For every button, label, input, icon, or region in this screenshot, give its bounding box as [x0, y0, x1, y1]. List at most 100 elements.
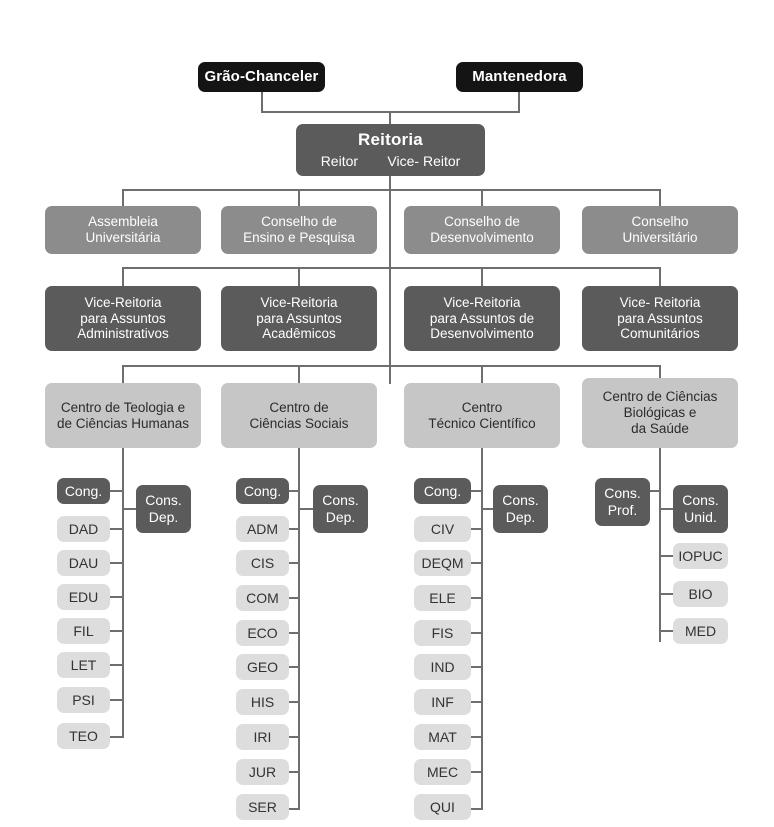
box-label: IRI — [253, 728, 272, 745]
box-label-line2: Universitário — [622, 230, 698, 245]
box-vice-reitoria-administrativos[interactable]: Vice-Reitoria para Assuntos Administrati… — [45, 286, 201, 351]
col3-item-mec[interactable]: MEC — [414, 759, 471, 785]
col4-item-med[interactable]: MED — [673, 618, 728, 644]
col2-item-jur[interactable]: JUR — [236, 759, 289, 785]
col2-box-cons-dep[interactable]: Cons. Dep. — [313, 485, 368, 533]
col3-stub-4 — [471, 632, 482, 634]
box-label-line2: de Ciências Humanas — [56, 415, 190, 431]
col3-cons-dep-stub — [482, 508, 495, 510]
box-label-line1: Centro — [461, 399, 503, 415]
col1-item-let[interactable]: LET — [57, 652, 110, 678]
reitoria-role-vice-reitor: Vice- Reitor — [387, 153, 461, 170]
box-label-line2: para Assuntos — [256, 310, 342, 326]
box-vice-reitoria-academicos[interactable]: Vice-Reitoria para Assuntos Acadêmicos — [221, 286, 377, 351]
col1-item-edu[interactable]: EDU — [57, 584, 110, 610]
col4-stub-3 — [660, 630, 675, 632]
box-label-line3: Desenvolvimento — [430, 326, 534, 342]
reitoria-role-reitor: Reitor — [320, 153, 359, 170]
box-label: GEO — [246, 658, 279, 675]
col2-item-eco[interactable]: ECO — [236, 620, 289, 646]
col3-item-qui[interactable]: QUI — [414, 794, 471, 820]
box-label-line2: Dep. — [505, 509, 536, 525]
box-mantenedora[interactable]: Mantenedora — [456, 62, 583, 92]
col3-item-inf[interactable]: INF — [414, 689, 471, 715]
col2-item-ser[interactable]: SER — [236, 794, 289, 820]
col2-stub-9 — [289, 808, 299, 810]
box-vice-reitoria-desenvolvimento[interactable]: Vice-Reitoria para Assuntos de Desenvolv… — [404, 286, 560, 351]
col1-item-fil[interactable]: FIL — [57, 618, 110, 644]
col3-box-cons-dep[interactable]: Cons. Dep. — [493, 485, 548, 533]
col1-stub-5 — [110, 664, 123, 666]
reitoria-roles: Reitor Vice- Reitor — [296, 153, 485, 170]
col2-stub-8 — [289, 771, 299, 773]
box-vice-reitoria-comunitarios[interactable]: Vice- Reitoria para Assuntos Comunitário… — [582, 286, 738, 351]
box-label-line1: Conselho de — [444, 214, 520, 230]
box-reitoria[interactable]: Reitoria Reitor Vice- Reitor — [296, 124, 485, 176]
box-assembleia-universitaria[interactable]: Assembleia Universitária — [45, 206, 201, 254]
box-label: LET — [70, 656, 97, 673]
centros-drop-3 — [481, 365, 483, 383]
col2-item-his[interactable]: HIS — [236, 689, 289, 715]
box-label-line1: Cons. — [604, 485, 641, 502]
col3-item-mat[interactable]: MAT — [414, 724, 471, 750]
col4-box-cons-prof[interactable]: Cons. Prof. — [595, 478, 650, 526]
col3-item-deqm[interactable]: DEQM — [414, 550, 471, 576]
col4-item-bio[interactable]: BIO — [673, 581, 728, 607]
vice-drop-3 — [481, 267, 483, 286]
box-label: FIS — [431, 624, 454, 641]
box-label-line2: Técnico Científico — [428, 415, 536, 431]
box-grao-chanceler[interactable]: Grão-Chanceler — [198, 62, 325, 92]
box-label-line1: Cons. — [502, 492, 539, 509]
box-conselho-universitario[interactable]: Conselho Universitário — [582, 206, 738, 254]
col3-stub-9 — [471, 808, 482, 810]
col1-stub-1 — [110, 528, 123, 530]
box-conselho-ensino-pesquisa[interactable]: Conselho de Ensino e Pesquisa — [221, 206, 377, 254]
col2-stub-6 — [289, 701, 299, 703]
col1-item-cong[interactable]: Cong. — [57, 478, 110, 504]
col4-item-iopuc[interactable]: IOPUC — [673, 543, 728, 569]
col1-item-psi[interactable]: PSI — [57, 687, 110, 713]
box-conselho-desenvolvimento[interactable]: Conselho de Desenvolvimento — [404, 206, 560, 254]
box-label-line2: para Assuntos de — [429, 310, 535, 326]
box-label: COM — [246, 589, 279, 606]
box-label-line1: Cons. — [322, 492, 359, 509]
box-label: IND — [430, 658, 455, 675]
vice-drop-4 — [659, 267, 661, 286]
col1-box-cons-dep[interactable]: Cons. Dep. — [136, 485, 191, 533]
box-label-line1: Centro de Ciências — [602, 389, 718, 405]
box-label: Cong. — [64, 482, 103, 499]
box-label: DEQM — [421, 554, 464, 571]
col4-item-cons-unid[interactable]: Cons. Unid. — [673, 485, 728, 533]
col1-item-dau[interactable]: DAU — [57, 550, 110, 576]
col4-stub-1 — [660, 555, 675, 557]
box-centro-teologia-ciencias-humanas[interactable]: Centro de Teologia e de Ciências Humanas — [45, 383, 201, 448]
connector-mantenedora-down — [518, 92, 520, 113]
col3-item-ele[interactable]: ELE — [414, 585, 471, 611]
col4-stub-2 — [660, 593, 675, 595]
col2-item-com[interactable]: COM — [236, 585, 289, 611]
col1-spine — [122, 448, 124, 738]
box-centro-tecnico-cientifico[interactable]: Centro Técnico Científico — [404, 383, 560, 448]
col2-item-cong[interactable]: Cong. — [236, 478, 289, 504]
col1-item-teo[interactable]: TEO — [57, 723, 110, 749]
box-label: Cong. — [243, 482, 282, 499]
col3-item-cong[interactable]: Cong. — [414, 478, 471, 504]
col2-stub-5 — [289, 666, 299, 668]
col2-item-cis[interactable]: CIS — [236, 550, 289, 576]
col4-spine — [659, 448, 661, 642]
col2-cons-dep-stub — [299, 508, 315, 510]
col2-item-adm[interactable]: ADM — [236, 516, 289, 542]
box-label: IOPUC — [678, 547, 723, 564]
col3-item-civ[interactable]: CIV — [414, 516, 471, 542]
box-label-line1: Centro de Teologia e — [60, 399, 186, 415]
box-centro-ciencias-sociais[interactable]: Centro de Ciências Sociais — [221, 383, 377, 448]
box-centro-ciencias-biologicas-saude[interactable]: Centro de Ciências Biológicas e da Saúde — [582, 378, 738, 448]
col3-item-fis[interactable]: FIS — [414, 620, 471, 646]
col3-item-ind[interactable]: IND — [414, 654, 471, 680]
connector-bus-to-reitoria — [389, 111, 391, 125]
col2-item-geo[interactable]: GEO — [236, 654, 289, 680]
col1-item-dad[interactable]: DAD — [57, 516, 110, 542]
main-spine — [389, 176, 391, 384]
col2-item-iri[interactable]: IRI — [236, 724, 289, 750]
